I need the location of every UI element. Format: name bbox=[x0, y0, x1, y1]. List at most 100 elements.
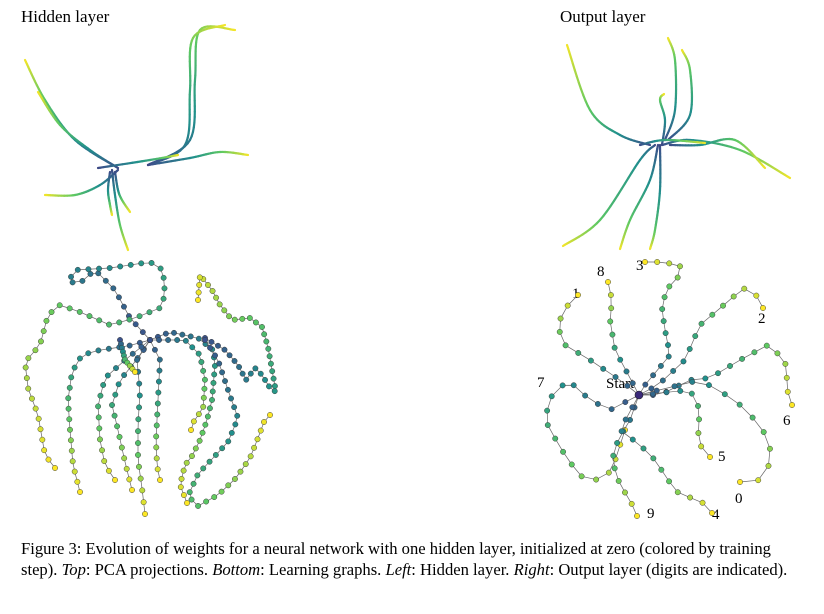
graph-node bbox=[161, 285, 168, 292]
graph-node bbox=[29, 395, 35, 402]
graph-node bbox=[189, 344, 196, 351]
graph-node bbox=[110, 285, 117, 292]
graph-node bbox=[650, 455, 657, 462]
graph-node bbox=[97, 392, 104, 399]
graph-node bbox=[660, 318, 667, 325]
graph-node bbox=[41, 447, 48, 454]
graph-node bbox=[749, 414, 756, 421]
hidden-graph-branch bbox=[95, 337, 153, 483]
graph-node bbox=[611, 465, 618, 472]
graph-node bbox=[665, 342, 671, 348]
graph-node bbox=[195, 503, 201, 509]
graph-node bbox=[52, 465, 58, 471]
graph-node bbox=[207, 405, 213, 412]
graph-node bbox=[77, 489, 83, 495]
output-layer-title: Output layer bbox=[560, 7, 646, 26]
graph-node bbox=[106, 265, 113, 271]
graph-node bbox=[629, 380, 636, 387]
graph-node bbox=[607, 292, 614, 298]
graph-node bbox=[129, 487, 135, 493]
graph-node bbox=[600, 365, 607, 372]
graph-node bbox=[698, 320, 705, 327]
graph-node bbox=[666, 283, 673, 290]
digit-label-8: 8 bbox=[597, 264, 605, 280]
graph-node bbox=[202, 421, 209, 428]
graph-node bbox=[261, 419, 267, 425]
graph-node bbox=[692, 333, 699, 340]
graph-node bbox=[156, 337, 162, 343]
graph-node bbox=[226, 313, 232, 320]
graph-node bbox=[221, 346, 228, 353]
pca-output-trajectory bbox=[565, 43, 652, 147]
graph-node bbox=[753, 292, 760, 299]
graph-node bbox=[689, 378, 696, 385]
graph-node bbox=[648, 385, 655, 392]
graph-node bbox=[96, 425, 103, 432]
graph-node bbox=[622, 399, 629, 405]
graph-node bbox=[157, 477, 163, 483]
graph-node bbox=[43, 317, 50, 324]
graph-node bbox=[266, 353, 273, 360]
graph-node bbox=[195, 350, 202, 357]
graph-node bbox=[212, 452, 219, 458]
graph-node bbox=[188, 427, 194, 433]
graph-node bbox=[695, 430, 702, 436]
graph-node bbox=[121, 455, 128, 462]
graph-node bbox=[736, 401, 743, 408]
graph-node bbox=[614, 440, 621, 446]
graph-node bbox=[570, 382, 577, 389]
graph-node bbox=[160, 295, 167, 302]
graph-node bbox=[188, 496, 195, 503]
graph-node bbox=[267, 412, 273, 418]
graph-node bbox=[194, 472, 201, 479]
graph-node bbox=[186, 489, 193, 496]
graph-node bbox=[751, 349, 758, 356]
graph-node bbox=[85, 350, 92, 357]
output-graph-branch bbox=[639, 342, 795, 408]
graph-node bbox=[85, 266, 92, 273]
graph-node bbox=[67, 426, 73, 433]
graph-node bbox=[112, 477, 118, 483]
graph-node bbox=[104, 372, 111, 379]
start-node bbox=[634, 390, 644, 400]
graph-node bbox=[205, 282, 211, 288]
graph-node bbox=[132, 369, 138, 375]
graph-node bbox=[156, 356, 163, 363]
graph-node bbox=[113, 365, 119, 372]
graph-node bbox=[153, 433, 160, 440]
graph-node bbox=[755, 477, 762, 484]
graph-node bbox=[709, 510, 715, 516]
output-graph-branch bbox=[618, 394, 715, 516]
graph-node bbox=[211, 371, 218, 378]
graph-node bbox=[634, 513, 640, 519]
graph-node bbox=[251, 444, 258, 451]
caption-top-text: : PCA projections. bbox=[85, 560, 213, 579]
graph-node bbox=[677, 388, 684, 394]
graph-node bbox=[228, 395, 234, 402]
graph-node bbox=[610, 452, 617, 459]
graph-node bbox=[135, 416, 142, 423]
graph-node bbox=[154, 400, 161, 407]
graph-node bbox=[96, 317, 103, 324]
graph-node bbox=[199, 429, 206, 436]
hidden-graph-branch bbox=[147, 337, 208, 433]
graph-node bbox=[605, 279, 611, 285]
pca-hidden-trajectory bbox=[36, 90, 120, 170]
graph-node bbox=[189, 453, 195, 459]
graph-node bbox=[183, 459, 190, 466]
graph-node bbox=[557, 315, 564, 322]
graph-node bbox=[105, 467, 112, 474]
graph-node bbox=[100, 382, 107, 388]
graph-node bbox=[715, 370, 721, 377]
graph-node bbox=[32, 405, 39, 412]
graph-node bbox=[151, 346, 158, 353]
graph-node bbox=[105, 345, 112, 352]
digit-label-2: 2 bbox=[758, 311, 766, 327]
graph-node bbox=[116, 433, 123, 440]
graph-node bbox=[109, 402, 115, 408]
caption-lead: Figure 3: Evolution of weights for a neu… bbox=[21, 539, 771, 579]
graph-node bbox=[666, 478, 672, 485]
pca-output-trajectory bbox=[663, 36, 678, 142]
graph-node bbox=[146, 309, 153, 316]
graph-node bbox=[247, 453, 254, 460]
